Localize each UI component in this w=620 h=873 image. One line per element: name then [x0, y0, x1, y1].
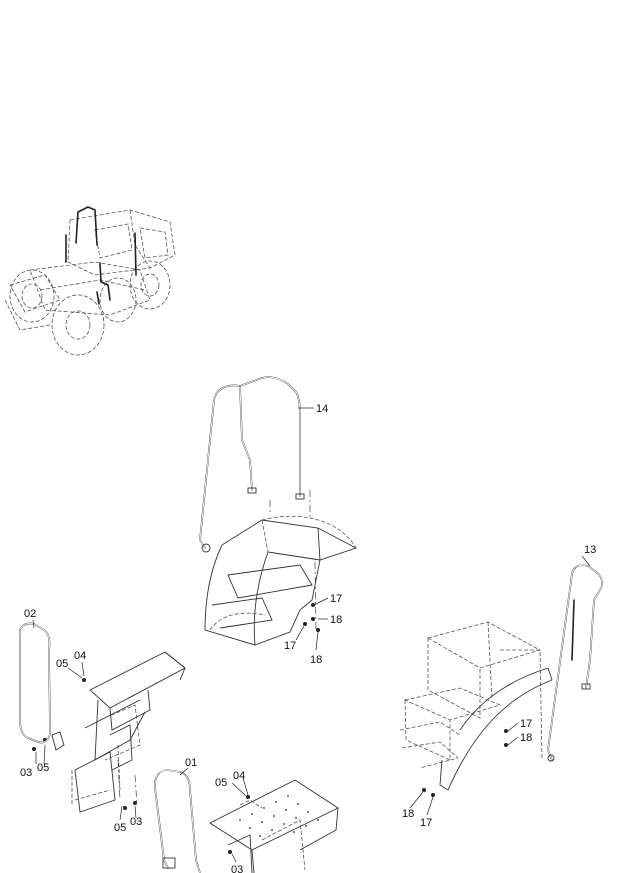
- callout-02: 02: [24, 608, 36, 620]
- bolt-marker: [133, 801, 137, 805]
- callout-05: 05: [215, 777, 227, 789]
- callout-05: 05: [37, 762, 49, 774]
- handrail-01: [154, 769, 201, 873]
- bolt-marker: [504, 729, 508, 733]
- bolt-marker: [316, 628, 320, 632]
- bolt-marker: [311, 603, 315, 607]
- callout-17: 17: [330, 593, 342, 605]
- bolt-marker: [431, 793, 435, 797]
- callout-04: 04: [233, 770, 245, 782]
- callout-14: 14: [316, 403, 328, 415]
- leader-lines: [32, 407, 591, 863]
- bolt-marker: [303, 622, 307, 626]
- right-fender-assembly: [399, 621, 553, 797]
- callout-03: 03: [231, 864, 243, 873]
- callout-18: 18: [520, 732, 532, 744]
- bolt-marker: [504, 743, 508, 747]
- fender-step-assembly-top: [204, 490, 358, 646]
- bolt-marker: [246, 795, 250, 799]
- callout-17: 17: [520, 718, 532, 730]
- callout-17: 17: [284, 640, 296, 652]
- callout-01: 01: [185, 757, 197, 769]
- callout-18: 18: [310, 654, 322, 666]
- callout-18: 18: [330, 614, 342, 626]
- callout-13: 13: [584, 544, 596, 556]
- bolt-marker: [311, 617, 315, 621]
- bolt-marker: [228, 850, 232, 854]
- handrail-13: [547, 564, 603, 762]
- callout-04: 04: [74, 650, 86, 662]
- callout-05: 05: [56, 658, 68, 670]
- bolt-marker: [32, 747, 36, 751]
- loader-overview: [4, 206, 176, 356]
- callout-labels: 14 13 02 01 05 04 03 05 05 03 05 04 03 1…: [20, 403, 596, 873]
- callout-03: 03: [130, 816, 142, 828]
- bottom-step-assembly: [209, 779, 339, 873]
- callout-17: 17: [420, 817, 432, 829]
- callout-05: 05: [114, 822, 126, 834]
- tread-perforation: [239, 795, 319, 837]
- handrail-02: [18, 622, 65, 751]
- handrail-14: [199, 376, 305, 553]
- callout-18: 18: [402, 808, 414, 820]
- callout-03: 03: [20, 767, 32, 779]
- bolt-marker: [82, 678, 86, 682]
- left-step-assembly: [32, 651, 186, 813]
- bolt-marker: [123, 806, 127, 810]
- bolt-marker: [422, 788, 426, 792]
